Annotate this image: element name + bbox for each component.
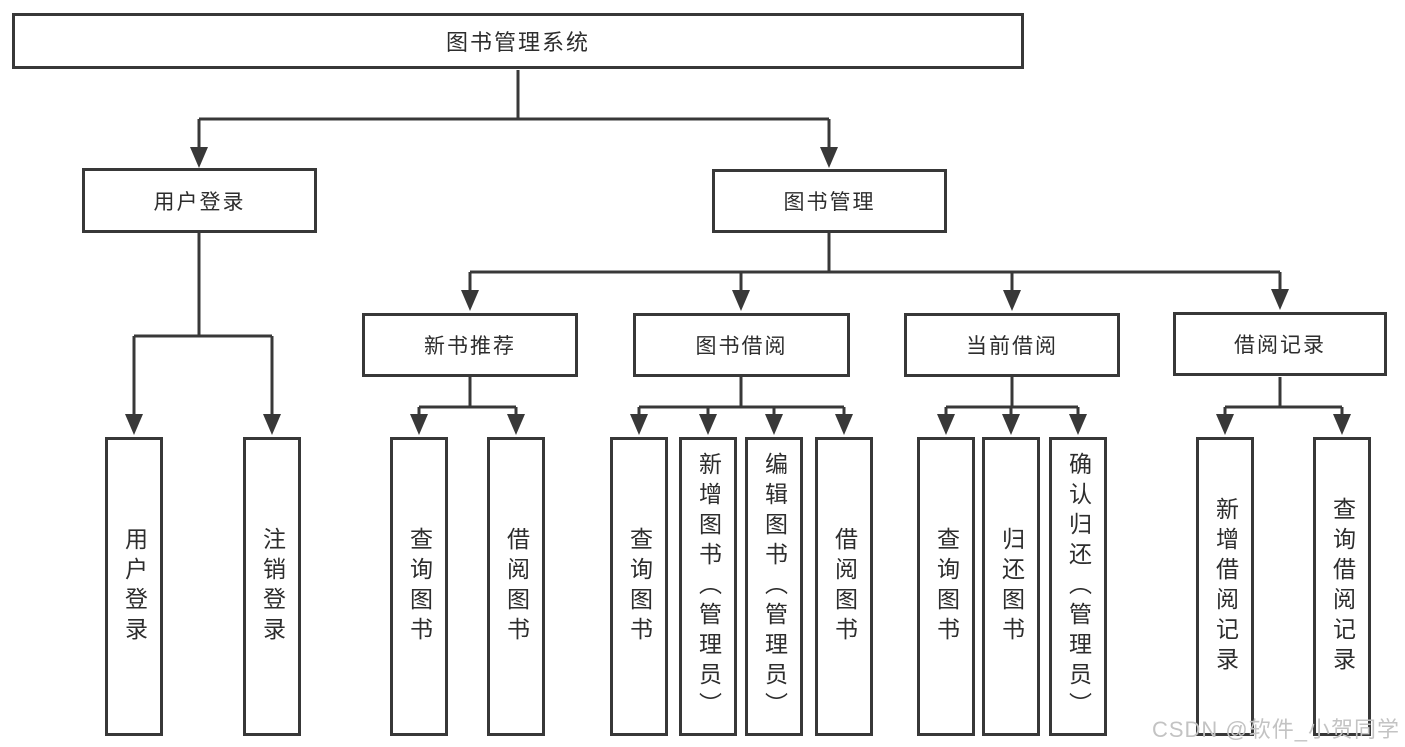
node-book-borrow: 图书借阅 xyxy=(633,313,850,377)
leaf-edit-books-admin: 编辑图书（管理员） xyxy=(745,437,803,736)
leaf-add-books-admin: 新增图书（管理员） xyxy=(679,437,737,736)
node-current-borrow: 当前借阅 xyxy=(904,313,1120,377)
leaf-current-query-books: 查询图书 xyxy=(917,437,975,736)
leaf-return-books: 归还图书 xyxy=(982,437,1040,736)
csdn-watermark: CSDN @软件_小贺同学 xyxy=(1151,717,1400,742)
node-book-management: 图书管理 xyxy=(712,169,947,233)
leaf-borrow-books: 借阅图书 xyxy=(815,437,873,736)
leaf-add-borrow-record: 新增借阅记录 xyxy=(1196,437,1254,736)
node-library-system: 图书管理系统 xyxy=(12,13,1024,69)
leaf-borrow-query-books: 查询图书 xyxy=(610,437,668,736)
leaf-logout: 注销登录 xyxy=(243,437,301,736)
leaf-confirm-return-admin: 确认归还（管理员） xyxy=(1049,437,1107,736)
node-user-login: 用户登录 xyxy=(82,168,317,233)
node-new-book-recommend: 新书推荐 xyxy=(362,313,578,377)
node-borrow-records: 借阅记录 xyxy=(1173,312,1387,376)
leaf-recommend-query-books: 查询图书 xyxy=(390,437,448,736)
leaf-user-login: 用户登录 xyxy=(105,437,163,736)
leaf-recommend-borrow-books: 借阅图书 xyxy=(487,437,545,736)
leaf-query-borrow-record: 查询借阅记录 xyxy=(1313,437,1371,736)
